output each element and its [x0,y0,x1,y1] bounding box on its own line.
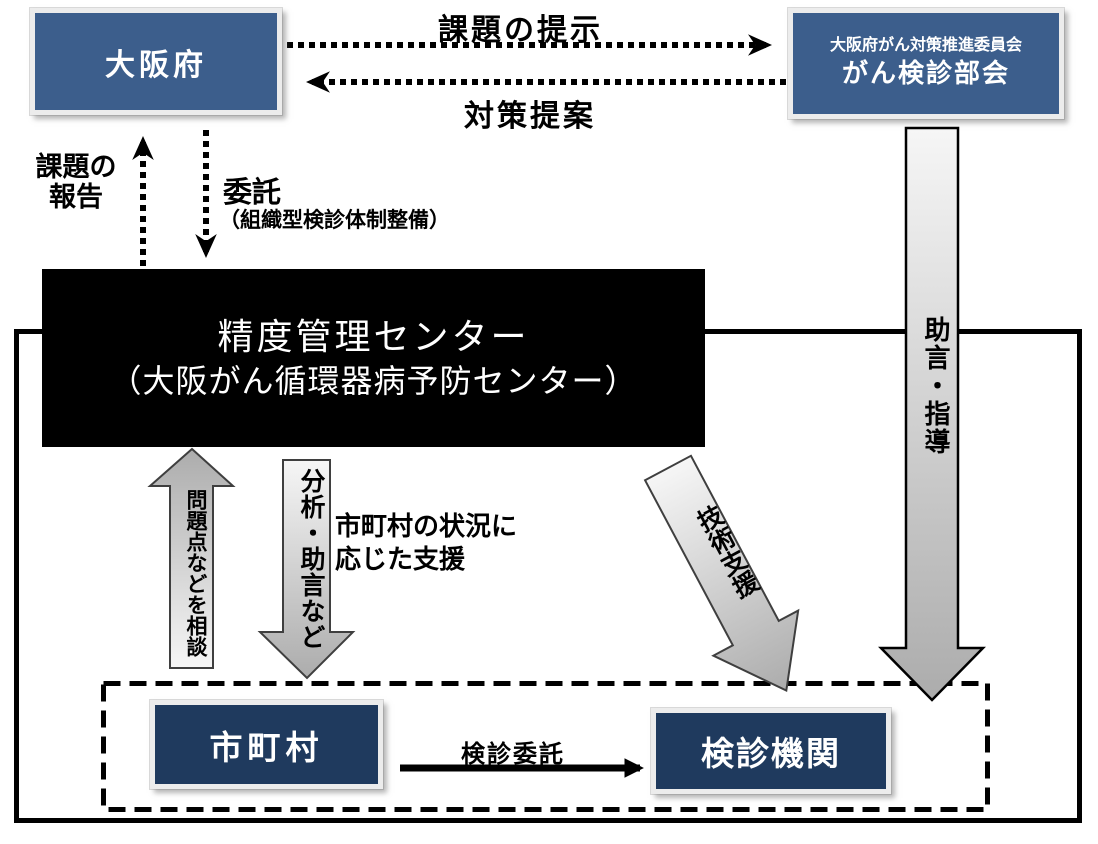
commission-note-label: （組織型検診体制整備） [219,209,450,232]
qc-center-subname: （大阪がん循環器病予防センター） [109,362,638,399]
issue-report-label: 課題の 報告 [20,152,132,212]
analysis-advice-block-arrow [257,459,356,680]
dashed-frame-rect [101,681,990,812]
support-note-line2: 応じた支援 [335,543,466,574]
municipality-label: 市町村 [209,728,324,766]
osaka-prefecture-box: 大阪府 [30,8,282,115]
consult-problems-label: 問題点などを相談 [184,489,207,657]
commission-label: 委託 [223,177,282,209]
screening-institution-label: 検診機関 [701,735,841,772]
advice-guidance-block-arrow [878,126,986,702]
osaka-prefecture-label: 大阪府 [105,48,207,82]
quality-control-center-box: 精度管理センター （大阪がん循環器病予防センター） [42,269,705,447]
issue-presentation-label: 課題の提示 [438,14,603,47]
support-note-line1: 市町村の状況に [335,511,518,541]
countermeasure-proposal-label: 対策提案 [464,100,596,133]
consult-problems-block-arrow [147,447,236,669]
analysis-advice-label: 分析・助言など [297,468,325,650]
screening-commission-label: 検診委託 [461,741,565,768]
committee-name-line1: 大阪府がん対策推進委員会 [829,37,1022,55]
issue-report-line1: 課題の [35,152,117,182]
municipality-box: 市町村 [150,700,383,789]
issue-report-line2: 報告 [49,182,103,213]
qc-center-name: 精度管理センター [217,315,530,357]
advice-guidance-label: 助言・指導 [921,316,951,456]
support-note-label: 市町村の状況に 応じた支援 [335,510,517,575]
screening-institution-box: 検診機関 [651,708,891,794]
cancer-screening-committee-box: 大阪府がん対策推進委員会 がん検診部会 [788,8,1064,119]
technical-support-block-arrow [643,454,800,692]
committee-name-line2: がん検診部会 [841,58,1010,88]
